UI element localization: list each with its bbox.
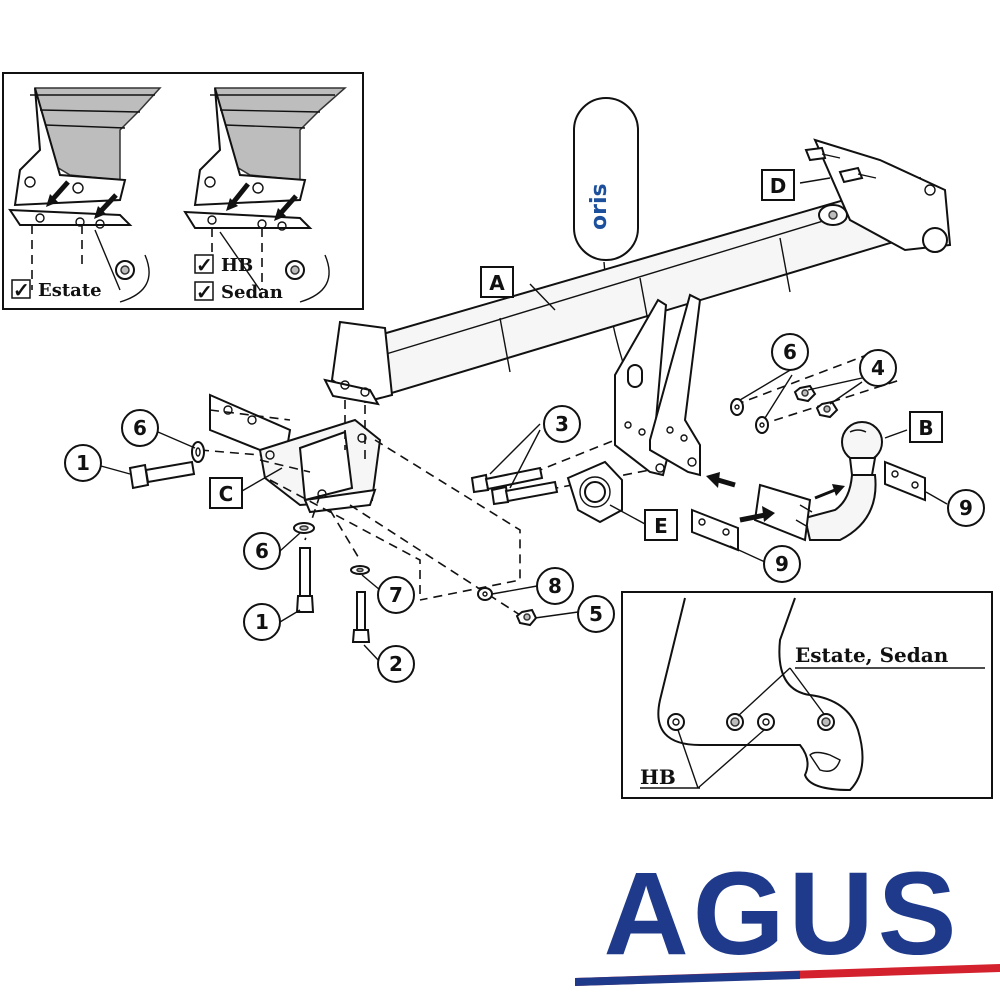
nuts-4 — [793, 384, 839, 419]
svg-text:B: B — [918, 416, 933, 440]
option-sedan: ✓ Sedan — [194, 280, 283, 304]
callout-4: 4 — [859, 349, 897, 387]
svg-text:E: E — [654, 514, 668, 538]
callout-5: 5 — [577, 595, 615, 633]
callout-3: 3 — [543, 405, 581, 443]
svg-text:D: D — [770, 174, 787, 198]
side-bracket-part-c — [209, 393, 382, 514]
label-e: E — [644, 509, 678, 541]
washers-6-right — [730, 398, 769, 434]
inset-right-bracket — [183, 87, 347, 303]
svg-text:C: C — [219, 482, 234, 506]
label-a: A — [480, 266, 514, 298]
nut-5 — [515, 608, 538, 627]
svg-text:9: 9 — [959, 496, 973, 520]
towball-part-b — [753, 421, 883, 542]
label-b: B — [909, 411, 943, 443]
svg-text:3: 3 — [555, 412, 569, 436]
svg-text:9: 9 — [775, 552, 789, 576]
svg-text:7: 7 — [389, 583, 403, 607]
callout-7: 7 — [377, 576, 415, 614]
callout-9-right: 9 — [947, 489, 985, 527]
nut-icon — [115, 260, 135, 280]
svg-text:2: 2 — [389, 652, 403, 676]
label-c: C — [209, 477, 243, 509]
socket-plate-part-e — [566, 460, 623, 524]
nut-icon — [285, 260, 305, 280]
callout-9-left: 9 — [763, 545, 801, 583]
check-mark-icon: ✓ — [196, 280, 213, 304]
svg-text:1: 1 — [255, 610, 269, 634]
leader-lines — [100, 177, 948, 663]
bolt-1-lower — [295, 547, 315, 613]
svg-text:6: 6 — [133, 416, 147, 440]
washer-7 — [350, 565, 370, 575]
inset-left-bracket — [8, 87, 162, 303]
oris-marker: oris — [573, 97, 639, 388]
label-estate-sedan: Estate, Sedan — [795, 643, 949, 667]
bolt-2 — [351, 591, 371, 643]
check-mark-icon: ✓ — [13, 278, 30, 302]
bolt-1-upper — [128, 460, 196, 490]
agus-logo: AGUS — [575, 848, 1000, 986]
callout-6-right: 6 — [771, 333, 809, 371]
check-mark-icon: ✓ — [196, 253, 213, 277]
callout-1-upper: 1 — [64, 444, 102, 482]
spacer-plate-9-left — [691, 508, 739, 552]
svg-text:5: 5 — [589, 602, 603, 626]
label-sedan: Sedan — [221, 282, 283, 303]
svg-text:A: A — [489, 271, 505, 295]
callout-1-lower: 1 — [243, 603, 281, 641]
logo-text: AGUS — [604, 848, 961, 980]
callouts: 1 6 3 6 4 6 1 7 2 8 5 9 9 — [64, 333, 985, 683]
washer-6-left — [191, 441, 205, 463]
label-hb-bottom: HB — [640, 765, 676, 789]
washer-6-lower — [293, 522, 315, 534]
inset-hole-positions: Estate, Sedan HB — [621, 591, 993, 799]
option-hb: ✓ HB — [194, 253, 253, 277]
svg-text:8: 8 — [548, 574, 562, 598]
svg-text:1: 1 — [76, 451, 90, 475]
svg-text:6: 6 — [255, 539, 269, 563]
crossbar-part-a — [323, 138, 952, 477]
spacer-plate-9-right — [884, 460, 926, 502]
callout-2: 2 — [377, 645, 415, 683]
callout-6-lower: 6 — [243, 532, 281, 570]
label-hb: HB — [221, 255, 253, 276]
washer-8 — [477, 587, 493, 601]
svg-text:4: 4 — [871, 356, 885, 380]
option-estate: ✓ Estate — [11, 278, 102, 302]
label-d: D — [761, 169, 795, 201]
oris-brand-text: oris — [587, 183, 612, 230]
inset-mounting-options: ✓ Estate ✓ HB ✓ Sedan — [2, 72, 364, 310]
bolts-3 — [470, 466, 559, 506]
callout-6-left: 6 — [121, 409, 159, 447]
callout-8: 8 — [536, 567, 574, 605]
label-estate: Estate — [38, 280, 102, 301]
svg-text:6: 6 — [783, 340, 797, 364]
assembly-arrows — [706, 472, 775, 523]
assembly-letter-labels: A B C D E — [209, 169, 943, 541]
